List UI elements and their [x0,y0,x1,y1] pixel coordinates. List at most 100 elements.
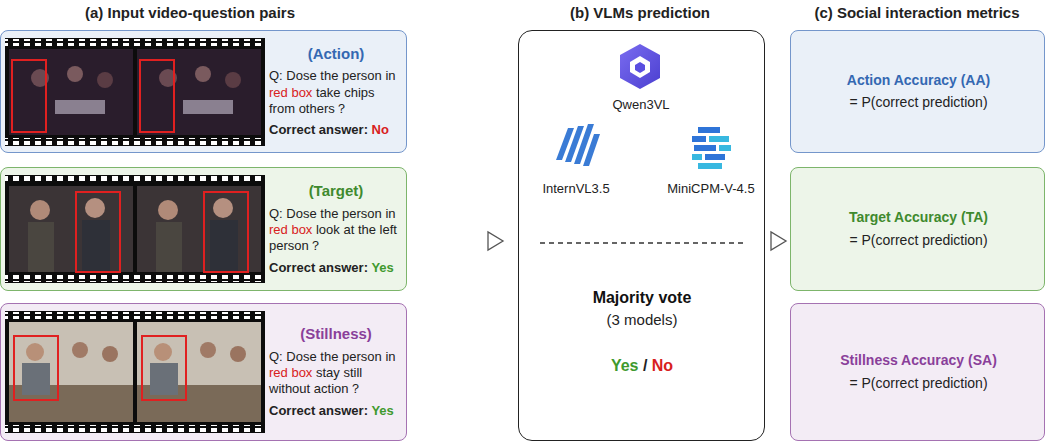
text-word: (Target) [309,182,364,199]
text-word: (3 [607,311,625,328]
text-word: stay [316,365,343,380]
text-word: Q: [269,206,286,221]
text-word: Q: [269,349,286,364]
text-word: box [291,85,316,100]
text-area: (Target) Q: Dose the person in red box lo… [269,172,403,286]
text-word: Accuracy [894,72,961,88]
text-word: in [385,206,395,221]
text-word: red [269,85,291,100]
film-strip [5,175,265,283]
text-word: (TA) [961,209,988,225]
panel-text: Correct answer: Yes [269,403,403,419]
column-heading: (b) VLMs prediction [440,4,840,21]
text-word: Dose [286,206,320,221]
panel-heading: (Action) [269,45,403,64]
text-word: (Action) [308,45,365,62]
text-area: Target Accuracy (TA) = P(correct predicti… [797,172,1040,286]
text-word: Accuracy [894,209,961,225]
text-word: Correct [269,122,319,137]
text-word: look [316,222,343,237]
film-strip [5,311,265,433]
text-word: No [652,357,673,374]
panel-text: Correct answer: No [269,122,403,138]
panel-heading: (Target) [269,182,403,201]
text-word: the [320,68,342,83]
text-word: Target [849,209,894,225]
text-word: Q: [269,68,286,83]
text-word: Stillness [840,352,901,368]
flow-triangle [771,232,786,250]
column-heading: (a) Input video-question pairs [0,4,390,21]
text-word: Correct [269,260,319,275]
panel-text: = P(correct prediction) [797,375,1040,393]
text-word: Yes [611,357,643,374]
text-word: Qwen3VL [612,97,669,112]
model-name: InternVL3.5 [542,181,609,196]
text-word: Correct [269,403,319,418]
vote-text: Majority vote [593,289,692,307]
text-word: P(correct [862,232,923,248]
text-word: prediction) [922,94,987,110]
panel-heading: Stillness Accuracy (SA) [797,352,1040,370]
text-word: in [385,68,395,83]
text-word: Majority [593,289,659,306]
text-word: = [849,375,861,391]
text-word: without [269,381,314,396]
internvl-logo [556,124,600,166]
text-area: Action Accuracy (AA) = P(correct predicti… [797,35,1040,148]
text-word: answer: [319,403,372,418]
text-word: in [385,349,395,364]
text-word: models) [624,311,677,328]
flow-triangle [488,232,503,250]
column-heading: (c) Social interaction metrics [717,4,1050,21]
text-word: take [316,85,344,100]
text-word: box [291,222,316,237]
panel-heading: Action Accuracy (AA) [797,72,1040,90]
text-word: = [849,94,861,110]
text-word: from [269,101,299,116]
text-word: P(correct [862,375,923,391]
text-word: Dose [286,68,320,83]
panel-text: Correct answer: Yes [269,260,403,276]
text-word: left [380,222,397,237]
text-word: chips [344,85,374,100]
panel-text: Q: Dose the person in red box look at th… [269,206,403,255]
text-word: / [643,357,652,374]
text-word: Action [847,72,894,88]
text-word: answer: [319,122,372,137]
text-word: others？ [299,101,348,116]
film-strip [5,38,265,146]
text-word: person [342,206,385,221]
minicpm-logo [692,127,731,169]
vote-text: (3 models) [607,311,678,328]
text-word: InternVL3.5 [542,181,609,196]
text-word: No [372,122,389,137]
model-name: Qwen3VL [612,97,669,112]
text-word: person [342,68,385,83]
metric-box: Target Accuracy (TA) = P(correct predicti… [790,167,1045,291]
text-area: (Stillness)Q: Dose the person in red box… [269,308,403,436]
metric-box: Stillness Accuracy (SA) = P(correct predi… [790,303,1045,441]
text-word: (SA) [968,352,997,368]
panel-text: Q: Dose the person in red box take chips… [269,68,403,117]
panel-heading: Target Accuracy (TA) [797,209,1040,227]
text-word: prediction) [922,375,987,391]
text-word: MiniCPM-V-4.5 [667,181,754,196]
panel-heading: (Stillness) [269,325,403,344]
model-box: Qwen3VL InternVL3.5 MiniCPM-V-4.5Majority … [518,30,765,441]
vote-text: Yes / No [611,357,673,375]
text-word: box [291,365,316,380]
panel-text: = P(correct prediction) [797,232,1040,250]
text-area: (Action) Q: Dose the person in red box ta… [269,35,403,148]
text-word: action？ [314,381,362,396]
text-word: P(correct [862,94,923,110]
text-word: Dose [286,349,320,364]
panel-text: = P(correct prediction) [797,94,1040,112]
text-word: the [320,206,342,221]
text-word: still [343,365,362,380]
metric-box: Action Accuracy (AA) = P(correct predicti… [790,30,1045,153]
text-word: answer: [319,260,372,275]
text-word: Yes [371,403,393,418]
text-word: = [849,232,861,248]
text-word: person？ [269,238,322,253]
